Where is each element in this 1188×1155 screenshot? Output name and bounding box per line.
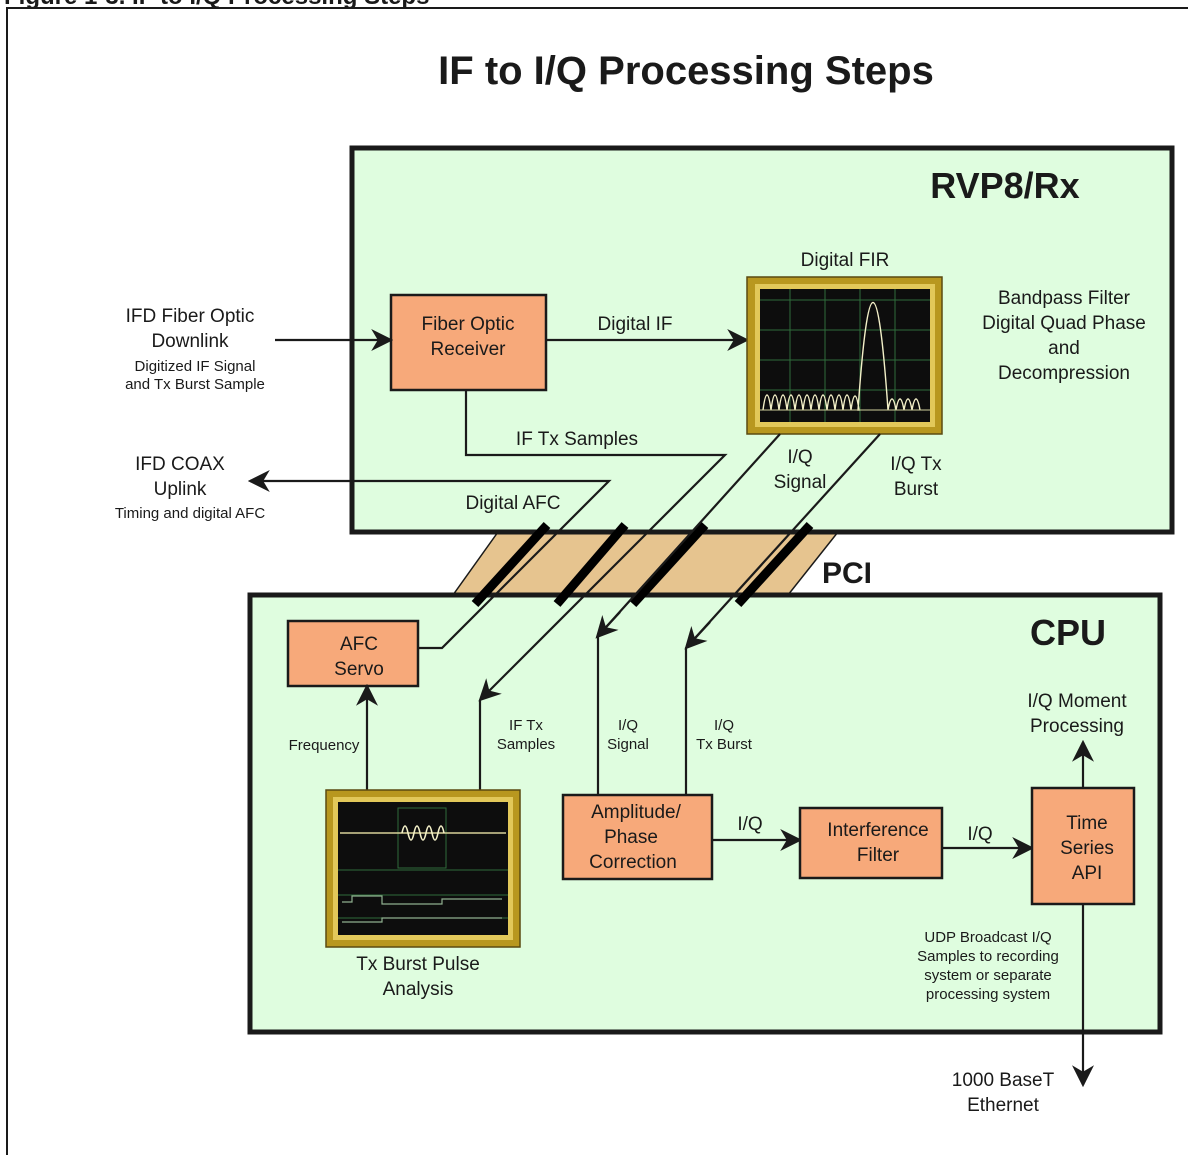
amplitude-phase-correction: Amplitude/ Phase Correction bbox=[561, 793, 714, 881]
svg-text:Processing: Processing bbox=[1030, 716, 1124, 737]
cpu-iq-signal-label: I/Q Signal bbox=[607, 717, 649, 753]
svg-text:I/Q: I/Q bbox=[787, 447, 812, 468]
svg-text:Uplink: Uplink bbox=[154, 479, 207, 500]
page-title: IF to I/Q Processing Steps bbox=[438, 49, 934, 93]
svg-text:Analysis: Analysis bbox=[383, 979, 454, 1000]
if-tx-samples-path bbox=[464, 390, 728, 702]
ifd-coax-uplink: IFD COAX Uplink Timing and digital AFC bbox=[115, 454, 266, 522]
svg-text:Phase: Phase bbox=[604, 827, 658, 848]
svg-text:Bandpass Filter: Bandpass Filter bbox=[998, 288, 1131, 309]
iq-label-1: I/Q bbox=[737, 814, 762, 835]
svg-text:Interference: Interference bbox=[827, 820, 928, 841]
svg-text:system or separate: system or separate bbox=[924, 967, 1052, 984]
digital-fir-label: Digital FIR bbox=[801, 250, 890, 271]
svg-text:Series: Series bbox=[1060, 838, 1114, 859]
cpu-iq-tx-burst-label: I/Q Tx Burst bbox=[696, 717, 753, 753]
svg-text:Timing and digital AFC: Timing and digital AFC bbox=[115, 505, 266, 522]
svg-text:Ethernet: Ethernet bbox=[967, 1095, 1040, 1116]
digital-afc-path bbox=[247, 470, 612, 650]
tx-burst-scope bbox=[325, 789, 521, 948]
ifd-fiber-downlink: IFD Fiber Optic Downlink Digitized IF Si… bbox=[125, 306, 265, 393]
cpu-label: CPU bbox=[1030, 612, 1106, 653]
svg-text:IF Tx: IF Tx bbox=[509, 717, 543, 734]
svg-text:Tx Burst: Tx Burst bbox=[696, 736, 753, 753]
svg-text:Digital Quad Phase: Digital Quad Phase bbox=[982, 313, 1146, 334]
interference-filter: Interference Filter bbox=[798, 806, 944, 880]
fiber-optic-receiver: Fiber Optic Receiver bbox=[389, 293, 548, 392]
iq-signal-arrowhead bbox=[595, 611, 621, 639]
svg-text:and: and bbox=[1048, 338, 1080, 359]
cpu-if-tx-samples-label: IF Tx Samples bbox=[497, 717, 555, 753]
svg-text:Correction: Correction bbox=[589, 852, 677, 873]
svg-text:UDP Broadcast I/Q: UDP Broadcast I/Q bbox=[924, 929, 1051, 946]
udp-broadcast-note: UDP Broadcast I/Q Samples to recording s… bbox=[917, 929, 1059, 1003]
svg-text:Signal: Signal bbox=[774, 472, 827, 493]
iq-signal-label: I/Q Signal bbox=[774, 447, 827, 493]
svg-text:IFD COAX: IFD COAX bbox=[135, 454, 225, 475]
svg-text:Time: Time bbox=[1066, 813, 1108, 834]
afc-servo: AFC Servo bbox=[286, 619, 420, 688]
rvp8-label: RVP8/Rx bbox=[930, 165, 1079, 206]
digital-if-label: Digital IF bbox=[598, 314, 673, 335]
svg-text:Decompression: Decompression bbox=[998, 363, 1130, 384]
svg-text:I/Q Moment: I/Q Moment bbox=[1027, 691, 1127, 712]
moment-processing-label: I/Q Moment Processing bbox=[1027, 691, 1127, 737]
svg-text:Filter: Filter bbox=[857, 845, 900, 866]
pci-label: PCI bbox=[822, 557, 872, 590]
svg-text:Tx Burst Pulse: Tx Burst Pulse bbox=[356, 954, 480, 975]
svg-text:processing system: processing system bbox=[926, 986, 1050, 1003]
svg-text:I/Q Tx: I/Q Tx bbox=[890, 454, 942, 475]
svg-text:Burst: Burst bbox=[894, 479, 939, 500]
svg-text:Samples: Samples bbox=[497, 736, 555, 753]
frequency-label: Frequency bbox=[289, 737, 360, 754]
svg-text:AFC: AFC bbox=[340, 634, 378, 655]
ethernet-label: 1000 BaseT Ethernet bbox=[952, 1070, 1055, 1116]
svg-text:IFD Fiber Optic: IFD Fiber Optic bbox=[126, 306, 255, 327]
burst-analysis-label: Tx Burst Pulse Analysis bbox=[356, 954, 480, 1000]
pci-crossing-bars bbox=[471, 521, 814, 608]
svg-text:I/Q: I/Q bbox=[618, 717, 638, 734]
svg-text:Fiber Optic: Fiber Optic bbox=[422, 314, 515, 335]
digital-fir-scope bbox=[746, 276, 943, 435]
time-series-api: Time Series API bbox=[1030, 786, 1136, 906]
digital-afc-label: Digital AFC bbox=[465, 493, 560, 514]
svg-text:I/Q: I/Q bbox=[714, 717, 734, 734]
svg-text:Downlink: Downlink bbox=[151, 331, 229, 352]
svg-text:Samples to recording: Samples to recording bbox=[917, 948, 1059, 965]
svg-text:API: API bbox=[1072, 863, 1103, 884]
svg-text:and Tx Burst Sample: and Tx Burst Sample bbox=[125, 376, 265, 393]
iq-label-2: I/Q bbox=[967, 824, 992, 845]
figure-caption: Figure 1-3. IF to I/Q Processing Steps bbox=[4, 0, 429, 10]
iq-tx-burst-label: I/Q Tx Burst bbox=[890, 454, 942, 500]
svg-text:Amplitude/: Amplitude/ bbox=[591, 802, 681, 823]
svg-text:Digitized IF Signal: Digitized IF Signal bbox=[135, 358, 256, 375]
svg-text:Receiver: Receiver bbox=[431, 339, 507, 360]
svg-text:Signal: Signal bbox=[607, 736, 649, 753]
svg-text:1000 BaseT: 1000 BaseT bbox=[952, 1070, 1055, 1091]
if-tx-samples-label: IF Tx Samples bbox=[516, 429, 638, 450]
svg-text:Servo: Servo bbox=[334, 659, 384, 680]
fir-description: Bandpass Filter Digital Quad Phase and D… bbox=[982, 288, 1146, 384]
iq-tx-burst-arrowhead bbox=[684, 621, 711, 650]
